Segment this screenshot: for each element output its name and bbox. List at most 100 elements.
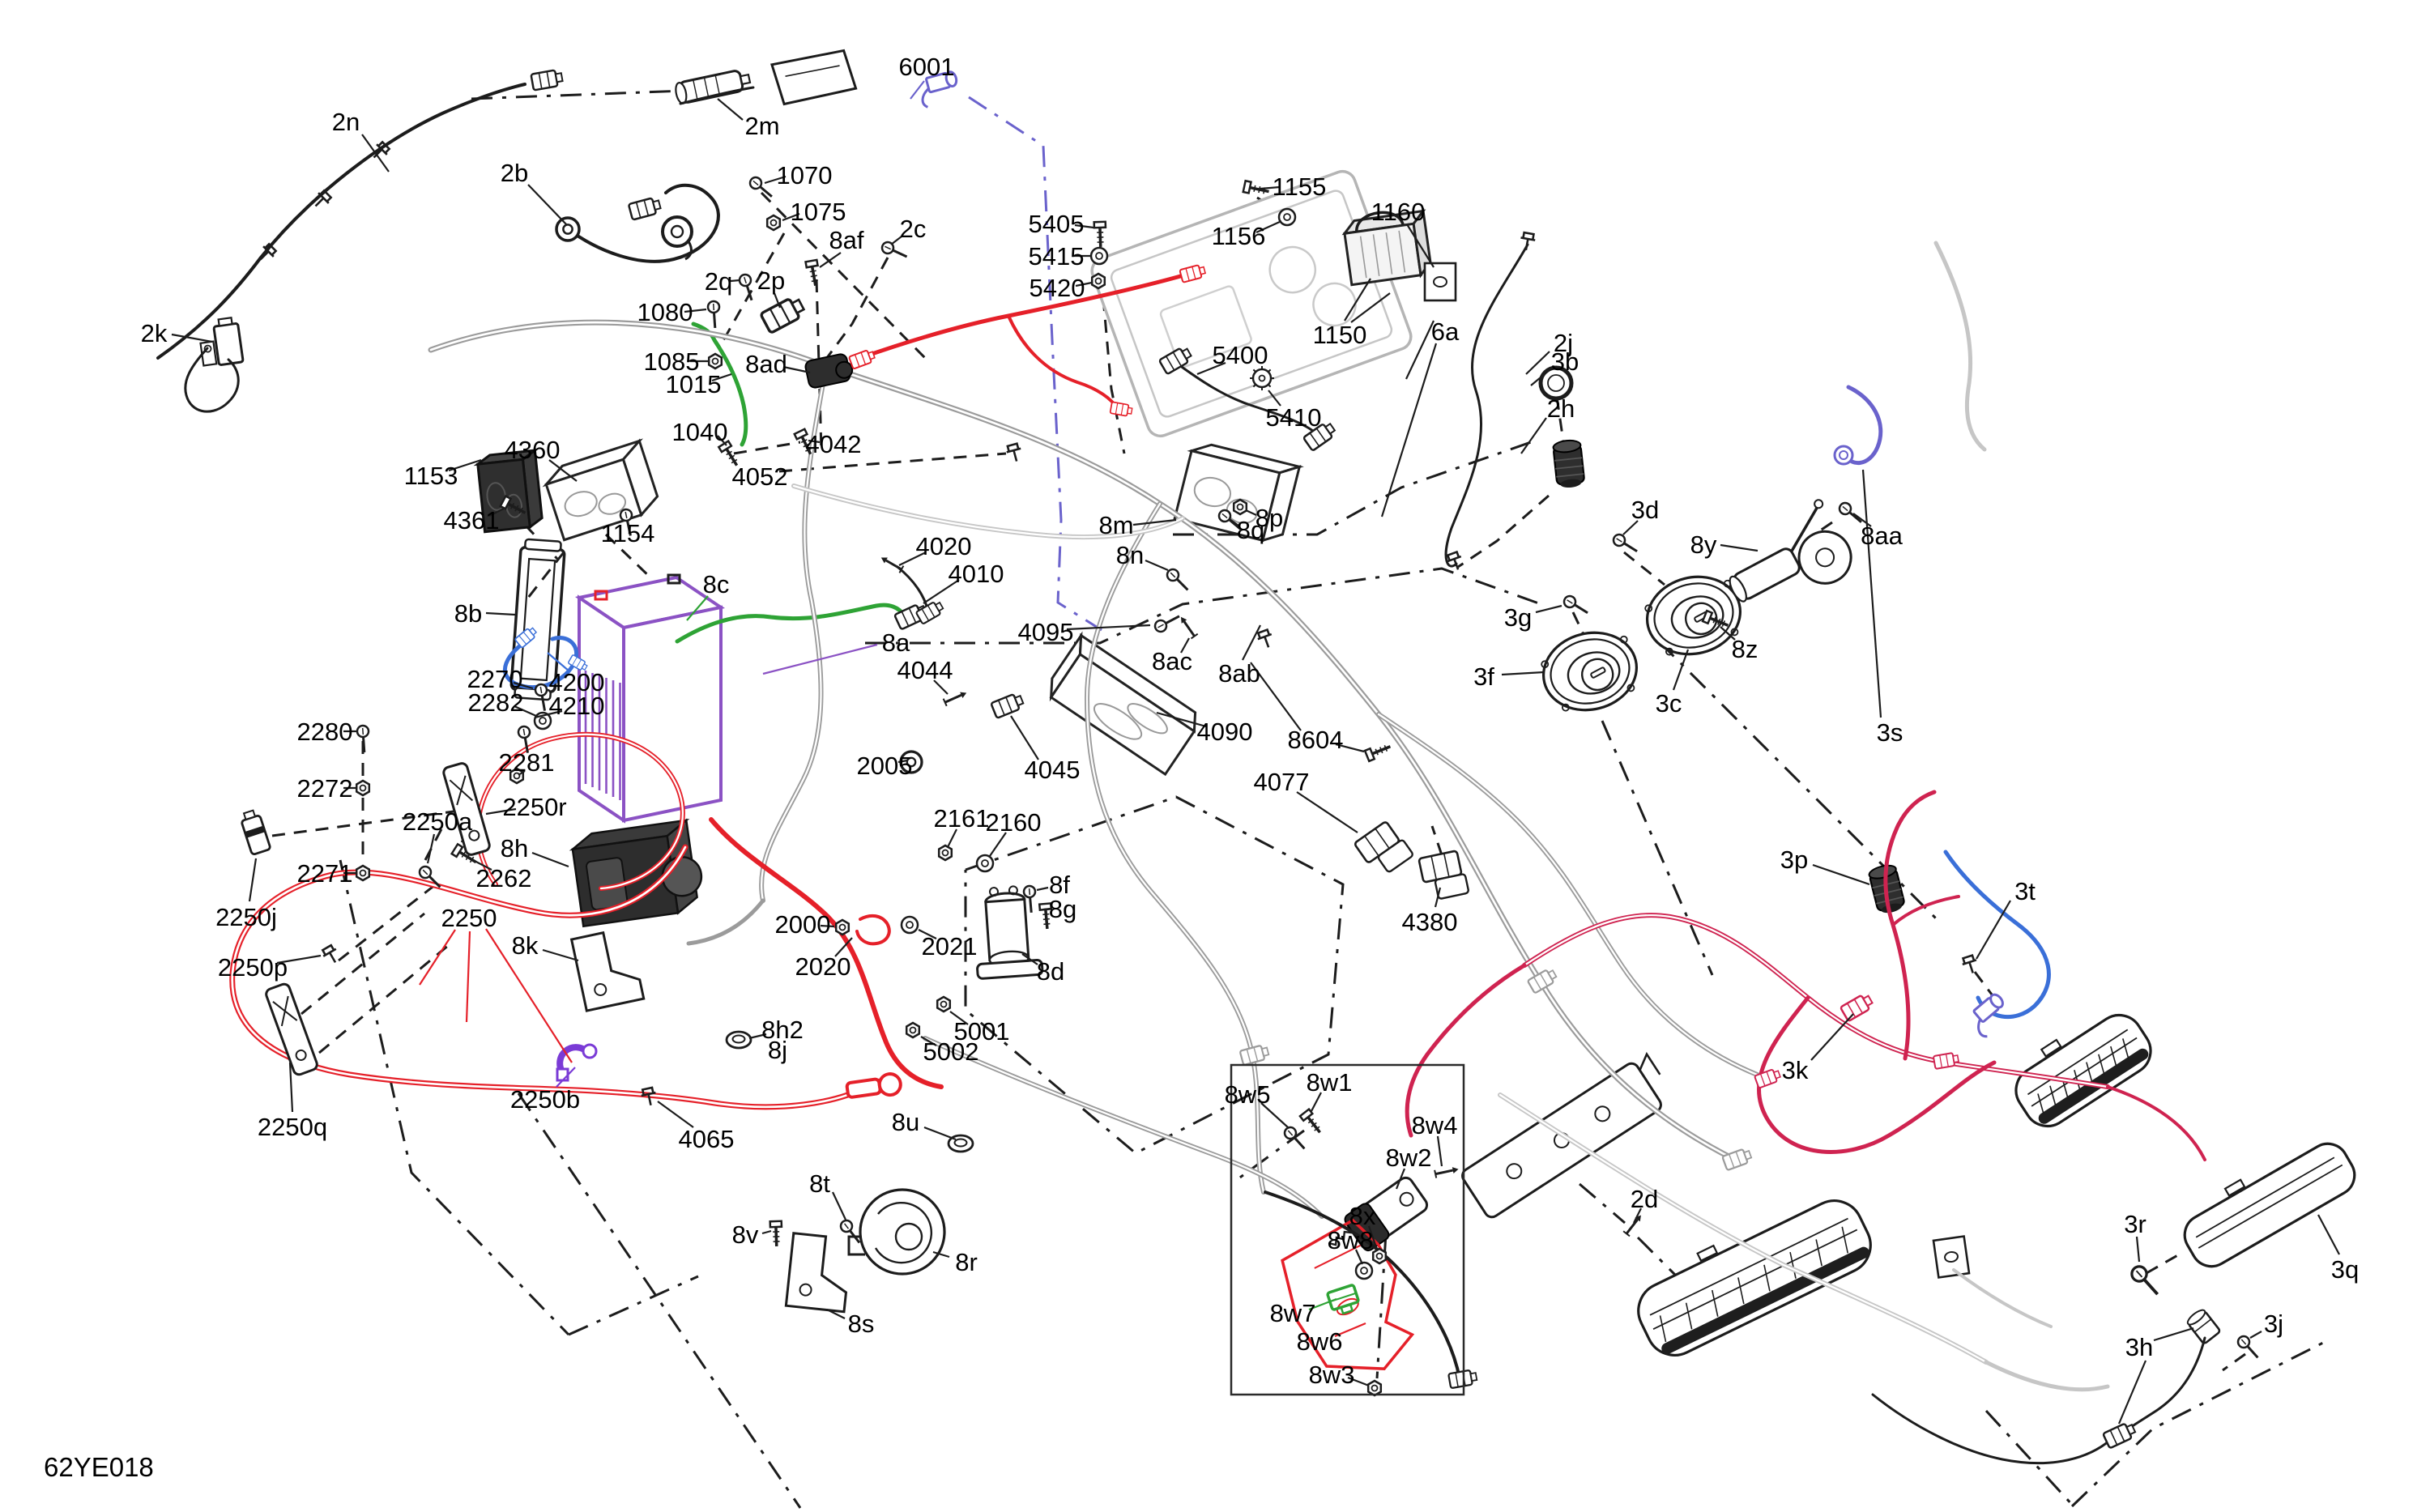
callout-8ac: 8ac: [1152, 647, 1192, 675]
callout-4065: 4065: [679, 1125, 735, 1153]
leader-2161: [947, 828, 957, 848]
callout-2250a: 2250a: [403, 807, 473, 836]
callout-4077: 4077: [1254, 768, 1310, 796]
part-plate-1160: [1423, 262, 1457, 302]
part-module-8m: [1173, 443, 1304, 543]
leader-8ab: [1242, 624, 1261, 661]
leader-8s: [826, 1309, 846, 1319]
leader-2q: [730, 279, 740, 283]
part-bolt-8604: [1363, 744, 1392, 763]
callout-2271: 2271: [297, 859, 353, 888]
leader-3h: [2117, 1360, 2147, 1425]
leader-2k: [171, 333, 213, 343]
leader-4045: [1010, 715, 1039, 760]
leader-8604: [1335, 743, 1365, 753]
path-clamp-2020-red: [855, 914, 891, 946]
callout-3r: 3r: [2124, 1210, 2146, 1238]
zone-dash-0: [760, 191, 932, 364]
leader-3q: [2317, 1214, 2340, 1255]
callout-4052: 4052: [732, 462, 788, 491]
leader-4360: [548, 459, 578, 482]
zone-dash-21: [1173, 441, 1532, 536]
zone-dash-2: [815, 279, 823, 451]
callout-8b: 8b: [454, 599, 482, 628]
part-bracket-2250q: [265, 982, 318, 1076]
inset-detail-box: [1230, 1063, 1465, 1396]
part-bolt-8g: [1038, 902, 1053, 930]
leader-8h: [531, 851, 569, 868]
part-lug-battery-cable: [845, 1072, 902, 1099]
part-washer-8w8: [1354, 1261, 1374, 1280]
part-bolt-8z: [1701, 609, 1729, 628]
callout-8k: 8k: [512, 931, 539, 960]
callout-2250r: 2250r: [502, 793, 566, 821]
callout-8v: 8v: [732, 1220, 759, 1249]
leader-3t: [1976, 900, 2011, 960]
leader-8q: [1229, 518, 1239, 526]
zone-dash-42: [424, 824, 446, 861]
callout-2000: 2000: [775, 910, 831, 939]
callout-2250p: 2250p: [218, 953, 288, 982]
callout-8a: 8a: [882, 628, 910, 657]
callout-8ad: 8ad: [745, 350, 787, 378]
path-rear-harness-left: [1405, 963, 1527, 1138]
leader-2020: [834, 937, 853, 957]
part-fusebox-4360: [542, 438, 659, 542]
part-switch-2p: [760, 298, 806, 334]
part-screw-3g: [1562, 594, 1588, 615]
callout-5001: 5001: [954, 1017, 1010, 1046]
part-plate-bracket-2d: [1461, 1051, 1662, 1219]
callout-2250b: 2250b: [510, 1085, 580, 1114]
part-connector-2b: [628, 197, 662, 221]
leader-1155: [1260, 185, 1281, 190]
callout-6a: 6a: [1431, 317, 1460, 346]
callout-3p: 3p: [1780, 845, 1808, 874]
part-bolt-4042: [793, 428, 812, 455]
part-screw-1154: [619, 508, 633, 536]
part-screw-8t: [839, 1219, 861, 1244]
leader-1150: [1350, 292, 1391, 323]
zone-dash-5: [968, 96, 1102, 632]
part-screw-2280: [356, 724, 370, 753]
part-headlight-module: [1637, 1199, 1872, 1357]
part-speaker-3f: [1541, 631, 1639, 712]
path-battery-cable-main-core: [231, 845, 868, 1109]
leader-2p: [773, 292, 782, 309]
part-pad-2m: [770, 49, 858, 106]
zone-dash-18: [517, 1092, 802, 1509]
leader-2282: [514, 705, 537, 718]
leader-2160: [989, 832, 1007, 857]
path-strap-8c: [675, 603, 906, 644]
part-conn-rear-2: [1754, 1069, 1781, 1088]
callout-2250q: 2250q: [258, 1113, 327, 1141]
part-pin-8ac: [1180, 616, 1199, 640]
part-connector-5400b: [1302, 422, 1336, 451]
part-screw-2c: [880, 241, 908, 258]
callout-8w3: 8w3: [1309, 1361, 1355, 1389]
part-bolt-8af: [804, 258, 819, 286]
part-conn-8ad-red: [848, 350, 876, 369]
part-cap-3t: [1972, 993, 2004, 1038]
leader-3r: [2135, 1236, 2141, 1263]
part-conn-gauge-red2: [1109, 401, 1133, 417]
part-conn-3k: [1840, 995, 1874, 1022]
part-screw-8w5: [1283, 1126, 1306, 1150]
leader-2262: [469, 858, 492, 871]
part-clip-2n-3: [373, 140, 391, 159]
callout-8w1: 8w1: [1307, 1068, 1353, 1097]
callout-2c: 2c: [900, 215, 927, 243]
path-battery-cable-starter: [709, 817, 944, 1089]
zone-dash-26: [1601, 720, 1714, 976]
leader-8u: [923, 1126, 957, 1141]
part-clip-2250p: [321, 943, 337, 964]
callout-8h2: 8h2: [761, 1016, 804, 1044]
callout-2020: 2020: [795, 952, 851, 981]
zone-dash-20: [964, 795, 1345, 1155]
leader-8ad: [782, 365, 811, 374]
leader-2250r: [485, 807, 517, 816]
callout-4360: 4360: [505, 436, 561, 464]
leader-2n: [361, 134, 390, 172]
callout-3b: 3b: [1551, 347, 1579, 376]
callout-4020: 4020: [916, 532, 972, 560]
